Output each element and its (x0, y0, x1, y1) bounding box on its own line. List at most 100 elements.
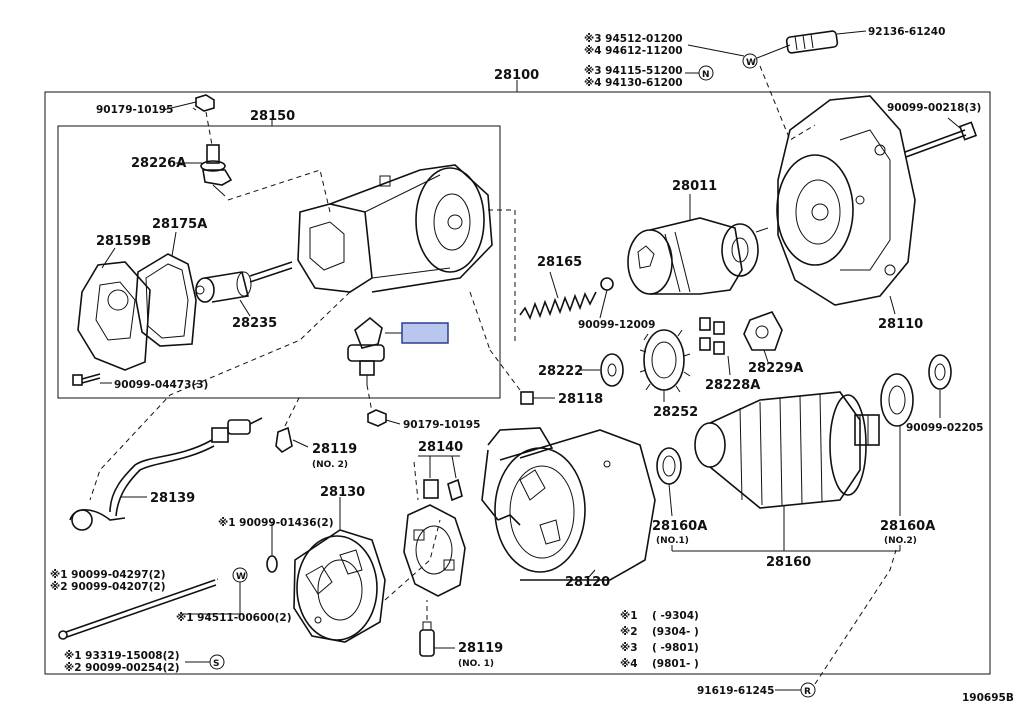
cover-28159B (77, 261, 151, 371)
boot-28119-no2 (275, 426, 293, 454)
label-28119-no2-suffix: (NO. 2) (312, 460, 348, 470)
label-28160A-no2-suffix: (NO.2) (884, 536, 917, 546)
legend-mark-1: ※1 (620, 610, 638, 622)
label-91619-61245: 91619-61245 (697, 685, 774, 697)
circle-mark-r: R (804, 687, 811, 697)
legend-mark-2: ※2 (620, 626, 638, 638)
brush-holder-28226 (347, 316, 385, 385)
label-note1-90099-01436: ※1 90099-01436(2) (218, 517, 334, 529)
bolt-90099-04473 (72, 373, 101, 386)
label-note2-90099-04207: ※2 90099-04207(2) (50, 581, 166, 593)
label-28175A: 28175A (152, 217, 207, 232)
nut-S-mark: S (209, 654, 225, 670)
circle-mark-w-left: W (236, 572, 246, 582)
label-note1-93319-15008: ※1 93319-15008(2) (64, 650, 180, 662)
washer-28222 (600, 353, 624, 387)
label-note3-94512-01200: ※3 94512-01200 (584, 33, 683, 45)
label-90179-10195-mid: 90179-10195 (403, 419, 480, 431)
label-28139: 28139 (150, 491, 195, 506)
nut-R-mark: R (800, 682, 816, 698)
label-28120: 28120 (565, 575, 610, 590)
clutch-assembly-28011 (627, 217, 769, 295)
nut-N-top: N (698, 65, 714, 81)
spring-28165 (519, 291, 597, 321)
washer-90099-02205 (928, 354, 952, 390)
idler-gear-28252 (639, 329, 691, 393)
circle-mark-n: N (702, 70, 710, 80)
label-28222: 28222 (538, 364, 583, 379)
legend-range-3: ( -9801) (652, 642, 699, 654)
bearing-28160A-no2 (880, 373, 914, 427)
label-28165: 28165 (537, 255, 582, 270)
legend-mark-4: ※4 (620, 658, 638, 670)
circle-mark-w-top: W (746, 58, 756, 68)
label-28160A-no1: 28160A (652, 519, 707, 534)
label-28140: 28140 (418, 440, 463, 455)
label-90099-04473: 90099-04473(3) (114, 379, 208, 391)
label-note1-94511-00600: ※1 94511-00600(2) (176, 612, 292, 624)
bearing-28160A-no1 (656, 447, 682, 485)
label-28118: 28118 (558, 392, 603, 407)
nut-90179-mid (367, 409, 387, 427)
boot-28119-no1 (419, 621, 435, 657)
label-note4-94130-61200: ※4 94130-61200 (584, 77, 683, 89)
figure-code: 190695B (962, 692, 1014, 704)
label-note2-90099-00254: ※2 90099-00254(2) (64, 662, 180, 674)
circle-mark-s: S (213, 659, 219, 669)
label-28229A: 28229A (748, 361, 803, 376)
assembly-frame-28150 (57, 125, 501, 399)
ball-90099-12009 (600, 277, 614, 291)
label-28235: 28235 (232, 316, 277, 331)
label-28226A: 28226A (131, 156, 186, 171)
label-28252: 28252 (653, 405, 698, 420)
washer-W-left: W (232, 567, 248, 583)
label-28228A: 28228A (705, 378, 760, 393)
label-92136-61240: 92136-61240 (868, 26, 945, 38)
label-28110: 28110 (878, 317, 923, 332)
plunger-28235 (195, 261, 293, 303)
label-28119-no1-suffix: (NO. 1) (458, 659, 494, 669)
brush-holder-28140 (403, 478, 466, 597)
label-90179-10195-top: 90179-10195 (96, 104, 173, 116)
legend-range-2: (9304- ) (652, 626, 699, 638)
drive-housing-28110 (776, 95, 916, 306)
armature-28160 (694, 391, 880, 509)
retainer-28118 (520, 391, 534, 405)
retainer-28229A (743, 311, 783, 351)
label-note1-90099-04297: ※1 90099-04297(2) (50, 569, 166, 581)
highlight-28226 (401, 322, 449, 344)
bolt-90099-00218 (904, 121, 978, 158)
lead-wire-28139 (69, 417, 263, 531)
nut-90179-top (192, 94, 215, 112)
label-28119-no1: 28119 (458, 641, 503, 656)
washer-90099-01436 (266, 555, 278, 573)
rollers-28228A (699, 317, 725, 355)
stud-92136-61240 (785, 30, 839, 54)
commutator-end-frame-28130 (293, 529, 386, 643)
gasket-28175A (135, 253, 197, 347)
washer-W-top: W (742, 53, 758, 69)
label-90099-12009: 90099-12009 (578, 319, 655, 331)
label-28160A-no1-suffix: (NO.1) (656, 536, 689, 546)
label-28160A-no2: 28160A (880, 519, 935, 534)
label-28011: 28011 (672, 179, 717, 194)
legend-mark-3: ※3 (620, 642, 638, 654)
label-28130: 28130 (320, 485, 365, 500)
terminal-28226A (200, 144, 233, 197)
label-note3-94115-51200: ※3 94115-51200 (584, 65, 683, 77)
yoke-28120 (481, 427, 656, 581)
legend: ※1 ( -9304) ※2 (9304- ) ※3 ( -9801) ※4 (… (620, 610, 699, 670)
label-90099-00218: 90099-00218(3) (887, 102, 981, 114)
label-28160: 28160 (766, 555, 811, 570)
legend-range-1: ( -9304) (652, 610, 699, 622)
label-28159B: 28159B (96, 234, 151, 249)
legend-range-4: (9801- ) (652, 658, 699, 670)
label-28100: 28100 (494, 68, 539, 83)
label-28150: 28150 (250, 109, 295, 124)
through-bolt-long (58, 578, 219, 640)
solenoid-housing (297, 164, 493, 293)
label-90099-02205: 90099-02205 (906, 422, 983, 434)
label-28119-no2: 28119 (312, 442, 357, 457)
